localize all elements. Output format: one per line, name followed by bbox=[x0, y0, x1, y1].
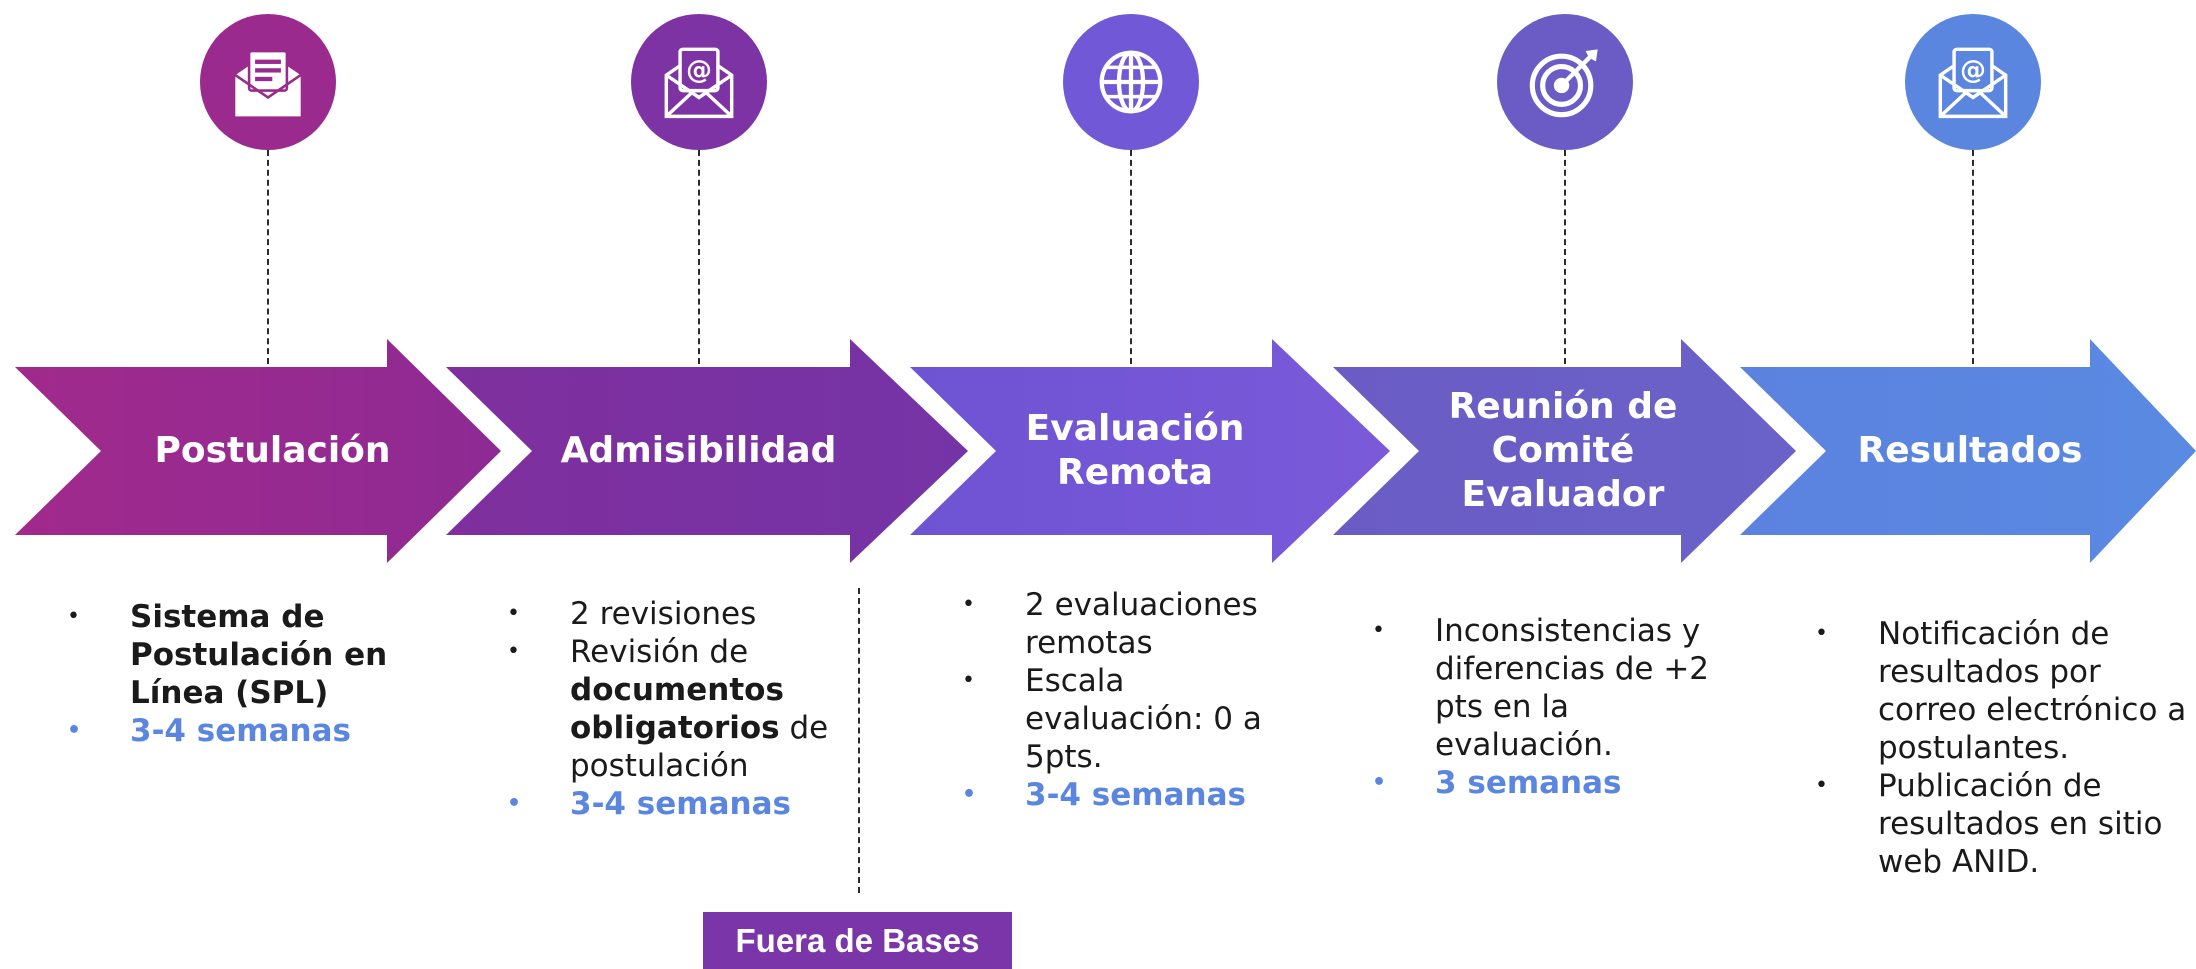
list-item: •Revisión de documentos obligatorios de … bbox=[507, 634, 829, 784]
list-item: •2 revisiones bbox=[507, 596, 757, 632]
bullet-text: Notificación de resultados por correo el… bbox=[1878, 616, 2187, 766]
duration-item: •3-4 semanas bbox=[962, 777, 1246, 813]
stage-description-comite: •Inconsistencias y diferencias de +2 pts… bbox=[1372, 612, 1732, 802]
connector-line bbox=[698, 150, 700, 364]
connector-line bbox=[1972, 150, 1974, 364]
stage-description-postulacion: •Sistema de Postulación en Línea (SPL) •… bbox=[67, 598, 427, 750]
connector-line bbox=[1130, 150, 1132, 364]
stage-description-evaluacion: •2 evaluaciones remotas •Escala evaluaci… bbox=[962, 586, 1307, 814]
stage-title: Postulación bbox=[154, 430, 391, 471]
stage-title: Resultados bbox=[1857, 430, 2083, 471]
duration-item: •3-4 semanas bbox=[507, 786, 791, 822]
bullet-text: 2 evaluaciones remotas bbox=[1025, 587, 1258, 661]
stage-arrow-resultados: Resultados bbox=[1740, 339, 2196, 563]
svg-text:@: @ bbox=[1960, 56, 1986, 86]
fuera-de-bases-connector bbox=[858, 588, 860, 893]
icon-circle-resultados: @ bbox=[1905, 14, 2041, 150]
list-item: •Sistema de Postulación en Línea (SPL) bbox=[67, 599, 388, 711]
list-item: •Escala evaluación: 0 a 5pts. bbox=[962, 663, 1262, 775]
duration-item: •3-4 semanas bbox=[67, 713, 351, 749]
list-item: •Publicación de resultados en sitio web … bbox=[1815, 768, 2163, 880]
stage-arrow-admisibilidad: Admisibilidad bbox=[446, 339, 968, 563]
icon-circle-postulacion bbox=[200, 14, 336, 150]
target-icon bbox=[1529, 49, 1598, 118]
stage-description-admisibilidad: •2 revisiones •Revisión de documentos ob… bbox=[507, 595, 847, 823]
icon-circle-comite bbox=[1497, 14, 1633, 150]
icon-circle-evaluacion bbox=[1063, 14, 1199, 150]
list-item: •Notificación de resultados por correo e… bbox=[1815, 616, 2187, 766]
duration-text: 3-4 semanas bbox=[1025, 777, 1246, 813]
connector-line bbox=[1564, 150, 1566, 364]
envelope-document-icon bbox=[234, 49, 302, 117]
globe-icon bbox=[1099, 50, 1163, 114]
duration-item: •3 semanas bbox=[1372, 765, 1622, 801]
connector-line bbox=[267, 150, 269, 364]
stage-arrow-postulacion: Postulación bbox=[15, 339, 501, 563]
stage-description-resultados: •Notificación de resultados por correo e… bbox=[1815, 615, 2196, 881]
list-item: •Inconsistencias y diferencias de +2 pts… bbox=[1372, 613, 1710, 763]
icon-circle-admisibilidad: @ bbox=[631, 14, 767, 150]
svg-text:@: @ bbox=[686, 56, 712, 86]
duration-text: 3 semanas bbox=[1435, 765, 1622, 801]
bullet-text: Escala evaluación: 0 a 5pts. bbox=[1025, 663, 1262, 775]
stage-title: Admisibilidad bbox=[560, 430, 837, 471]
bullet-text: Revisión de documentos obligatorios de p… bbox=[570, 634, 829, 784]
bullet-text: Sistema de Postulación en Línea (SPL) bbox=[130, 599, 388, 711]
duration-text: 3-4 semanas bbox=[130, 713, 351, 749]
fuera-de-bases-label: Fuera de Bases bbox=[703, 912, 1012, 969]
envelope-at-icon: @ bbox=[664, 47, 734, 119]
bullet-text: 2 revisiones bbox=[570, 596, 757, 632]
bullet-text: Inconsistencias y diferencias de +2 pts … bbox=[1435, 613, 1710, 763]
bullet-text: Publicación de resultados en sitio web A… bbox=[1878, 768, 2163, 880]
duration-text: 3-4 semanas bbox=[570, 786, 791, 822]
envelope-at-icon: @ bbox=[1938, 47, 2008, 119]
list-item: •2 evaluaciones remotas bbox=[962, 587, 1258, 661]
